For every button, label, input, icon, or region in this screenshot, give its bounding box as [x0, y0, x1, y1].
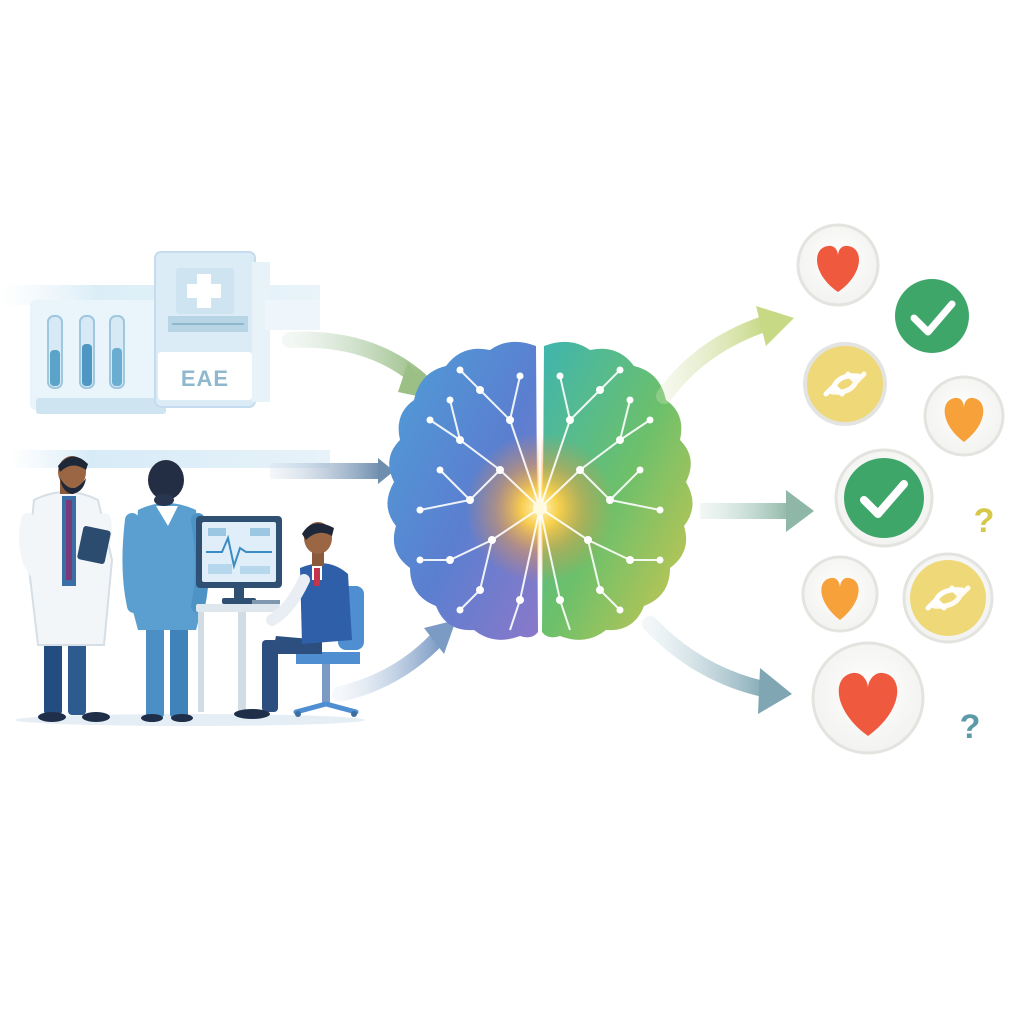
- arrow-icon: [270, 458, 394, 484]
- test-tube-icon: [47, 315, 63, 389]
- analyst-figure: [234, 522, 364, 719]
- medical-staff-group: [15, 456, 365, 726]
- question-icon: ?: [960, 708, 981, 746]
- question-icon: ?: [974, 502, 995, 540]
- test-tube-icon: [79, 315, 95, 389]
- ai-brain-network: [387, 341, 693, 640]
- workstation: [196, 516, 282, 712]
- clinic-panel: EAE: [0, 251, 330, 468]
- medical-cross-icon: [176, 268, 234, 314]
- outcome-icons: ? ?: [796, 223, 1005, 755]
- check-icon: [895, 279, 969, 353]
- arrow-icon: [656, 306, 794, 404]
- clinic-sign-text: EAE: [181, 366, 229, 391]
- arrow-icon: [700, 490, 814, 532]
- swap-icon: [902, 552, 994, 644]
- heart-icon: [811, 641, 925, 755]
- input-arrows: [270, 331, 456, 702]
- clinician-figure: [122, 460, 209, 722]
- arrow-icon: [332, 620, 456, 702]
- arrow-icon: [642, 616, 792, 714]
- heart-icon: [923, 375, 1005, 457]
- output-arrows: [642, 306, 814, 714]
- heart-icon: [801, 555, 879, 633]
- check-icon: [834, 448, 934, 548]
- doctor-figure: [19, 456, 114, 722]
- heart-icon: [796, 223, 880, 307]
- neural-nodes: [416, 366, 664, 614]
- test-tube-icon: [109, 315, 125, 389]
- swap-icon: [803, 342, 887, 426]
- arrow-icon: [282, 331, 436, 400]
